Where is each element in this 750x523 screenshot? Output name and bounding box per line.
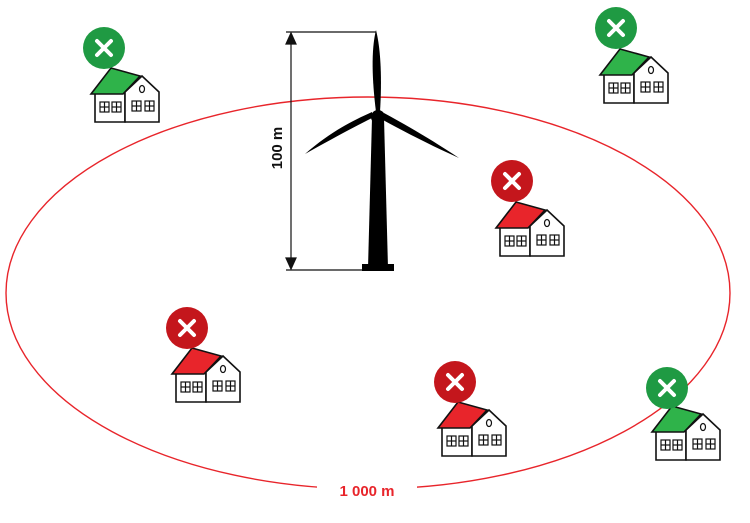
house-bottom-left [166, 307, 241, 403]
house-icon [651, 405, 721, 461]
radius-circle [5, 96, 731, 490]
inside-zone-badge [434, 361, 476, 403]
house-icon [90, 67, 160, 123]
house-center-right [491, 160, 565, 257]
x-icon [607, 19, 625, 37]
inside-zone-badge [491, 160, 533, 202]
height-label: 100 m [269, 127, 286, 170]
house-top-left [83, 27, 160, 123]
house-bottom-center [434, 361, 507, 457]
outside-zone-badge [646, 367, 688, 409]
x-icon [658, 379, 676, 397]
house-icon [495, 201, 565, 257]
house-top-right [595, 7, 669, 104]
outside-zone-badge [595, 7, 637, 49]
radius-label: 1 000 m [339, 483, 394, 500]
outside-zone-badge [83, 27, 125, 69]
x-icon [503, 172, 521, 190]
inside-zone-badge [166, 307, 208, 349]
x-icon [95, 39, 113, 57]
x-icon [446, 373, 464, 391]
wind-turbine-icon [305, 30, 459, 271]
houses-layer [83, 7, 721, 461]
house-icon [171, 347, 241, 403]
height-dimension [285, 31, 376, 271]
x-icon [178, 319, 196, 337]
house-bottom-right [646, 367, 721, 461]
house-icon [599, 48, 669, 104]
house-icon [437, 401, 507, 457]
